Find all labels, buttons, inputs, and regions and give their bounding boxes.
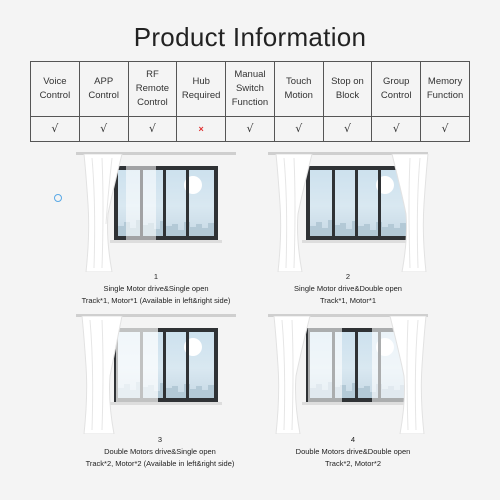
selection-dot-icon (54, 194, 62, 202)
feature-header-stop-on-block: Stop on Block (322, 61, 373, 117)
scene-number: 1 (153, 272, 159, 281)
scene-title: Double Motors drive&Single open (104, 447, 216, 456)
check-icon: √ (343, 122, 351, 135)
feature-header-group-control: Group Control (371, 61, 422, 117)
curtain-left (81, 316, 123, 434)
scene-details: Track*1, Motor*1 (320, 296, 376, 305)
scene-1-caption: 1 Single Motor drive&Single open Track*1… (31, 271, 281, 307)
scene-details: Track*2, Motor*2 (Available in left&righ… (85, 459, 235, 468)
curtain-rod (76, 314, 236, 317)
scene-2-caption: 2 Single Motor drive&Double open Track*1… (223, 271, 473, 307)
scene-number: 3 (157, 435, 163, 444)
curtain-left (83, 154, 123, 272)
curtain-rod (268, 152, 428, 155)
feature-header-touch-motion: Touch Motion (273, 61, 324, 117)
scene-3-illustration (76, 314, 236, 442)
feature-header-manual-switch: Manual Switch Function (225, 61, 275, 117)
scene-4-illustration (268, 314, 428, 442)
scene-number: 2 (345, 272, 351, 281)
feature-header-hub-required: Hub Required (176, 61, 227, 117)
feature-header-rf-remote-control: RF Remote Control (127, 61, 178, 117)
check-icon: √ (100, 122, 108, 135)
curtain-right (391, 154, 429, 272)
scene-2-illustration (268, 152, 429, 280)
check-icon: √ (295, 122, 303, 135)
feature-header-voice-control: Voice Control (30, 61, 80, 117)
scene-4-caption: 4 Double Motors drive&Double open Track*… (228, 434, 478, 470)
scene-title: Single Motor drive&Single open (103, 284, 209, 293)
window (306, 166, 410, 240)
curtain-rod (268, 314, 428, 317)
feature-table: Voice Control APP Control RF Remote Cont… (30, 61, 470, 142)
page-title: Product Information (133, 22, 367, 52)
check-icon: √ (148, 122, 156, 135)
scene-details: Track*1, Motor*1 (Available in left&righ… (81, 296, 231, 305)
check-icon: √ (51, 122, 59, 135)
scene-title: Single Motor drive&Double open (294, 284, 402, 293)
check-icon: √ (246, 122, 254, 135)
curtain-right (389, 316, 427, 434)
curtain-rod (76, 152, 236, 155)
scene-3-caption: 3 Double Motors drive&Single open Track*… (35, 434, 285, 470)
curtain-left (273, 316, 311, 434)
check-icon: √ (392, 122, 400, 135)
scene-number: 4 (350, 435, 356, 444)
cross-icon: × (198, 124, 204, 134)
scene-details: Track*2, Motor*2 (325, 459, 381, 468)
feature-header-memory-function: Memory Function (420, 61, 470, 117)
scene-1-illustration (76, 152, 236, 280)
feature-header-app-control: APP Control (78, 61, 129, 117)
scene-title: Double Motors drive&Double open (295, 447, 411, 456)
curtain-left (275, 154, 313, 272)
check-icon: √ (441, 122, 449, 135)
